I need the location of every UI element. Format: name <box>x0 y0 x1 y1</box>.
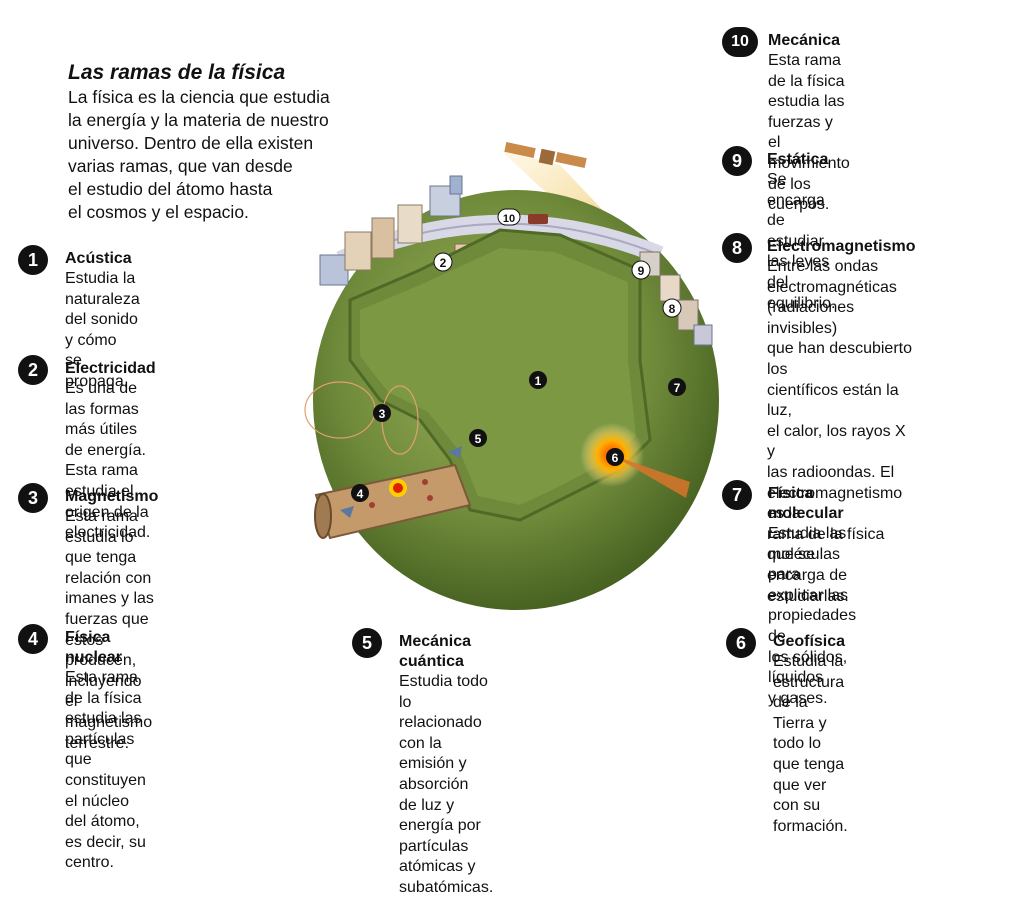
badge-icon: 9 <box>722 146 752 176</box>
badge-icon: 8 <box>722 233 752 263</box>
marker-3-icon: 3 <box>373 404 391 422</box>
marker-10-icon: 10 <box>497 208 521 226</box>
svg-text:9: 9 <box>638 264 645 278</box>
arrow-icon <box>448 446 462 458</box>
branch-title: Electromagnetismo <box>767 238 916 255</box>
svg-text:1: 1 <box>535 374 542 388</box>
branch-desc: Entre las ondas electromagnéticas (radia… <box>767 258 912 605</box>
svg-text:6: 6 <box>612 451 619 465</box>
heat-ray <box>612 455 690 498</box>
badge-icon: 3 <box>18 483 48 513</box>
svg-text:5: 5 <box>475 432 482 446</box>
arrow-icon <box>340 506 354 518</box>
branch-desc: Esta rama estudia lo que tenga relación … <box>65 508 154 752</box>
branch-desc: Estudia todo lo relacionado con la emisi… <box>399 673 494 896</box>
marker-8-icon: 8 <box>662 298 682 318</box>
branch-title: Magnetismo <box>65 488 159 505</box>
marker-5-icon: 5 <box>469 429 487 447</box>
svg-text:4: 4 <box>357 487 364 501</box>
marker-7-icon: 7 <box>668 378 686 396</box>
earth-diagram: 1 2 3 4 5 6 7 8 9 10 <box>304 141 719 610</box>
satellite-icon <box>504 141 587 169</box>
branch-desc: Es una de las formas más útiles de energ… <box>65 380 151 542</box>
svg-text:3: 3 <box>379 407 386 421</box>
svg-text:8: 8 <box>669 302 676 316</box>
badge-icon: 10 <box>722 27 758 57</box>
svg-text:10: 10 <box>503 213 515 225</box>
branch-title: Acústica <box>65 250 132 267</box>
branch-title: Electricidad <box>65 360 156 377</box>
page-title: Las ramas de la física <box>68 61 286 84</box>
branch-title: Geofísica <box>773 633 846 650</box>
city-buildings <box>319 175 713 346</box>
badge-icon: 6 <box>726 628 756 658</box>
marker-2-icon: 2 <box>433 252 453 272</box>
branch-desc: Esta rama de la física estudia las fuerz… <box>768 52 850 214</box>
badge-icon: 7 <box>722 480 752 510</box>
badge-icon: 2 <box>18 355 48 385</box>
branch-desc: Esta rama de la física estudia las partí… <box>65 669 146 872</box>
marker-4-icon: 4 <box>351 484 369 502</box>
branch-desc: Estudia la naturaleza del sonido y cómo … <box>65 270 140 390</box>
marker-6-icon: 6 <box>606 448 624 466</box>
marker-9-icon: 9 <box>631 260 651 280</box>
intro-text: La física es la ciencia que estudia la e… <box>68 87 330 222</box>
badge-icon: 4 <box>18 624 48 654</box>
badge-icon: 5 <box>352 628 382 658</box>
branch-title: Estática <box>767 151 829 168</box>
badge-icon: 1 <box>18 245 48 275</box>
branch-desc: Se encarga de estudiar las leyes del equ… <box>767 171 836 312</box>
branch-title: Mecánica <box>768 32 841 49</box>
branch-title: Mecánica cuántica <box>399 633 472 670</box>
intro-block: Las ramas de la física La física es la c… <box>68 60 468 224</box>
branch-title: Física nuclear <box>65 629 122 666</box>
nuclear-tunnel <box>314 463 472 540</box>
branch-title: Física molecular <box>768 485 844 522</box>
branch-desc: Estudia las moléculas para explicar las … <box>768 525 857 707</box>
svg-text:2: 2 <box>440 256 447 270</box>
svg-text:7: 7 <box>674 381 681 395</box>
marker-1-icon: 1 <box>529 371 547 389</box>
